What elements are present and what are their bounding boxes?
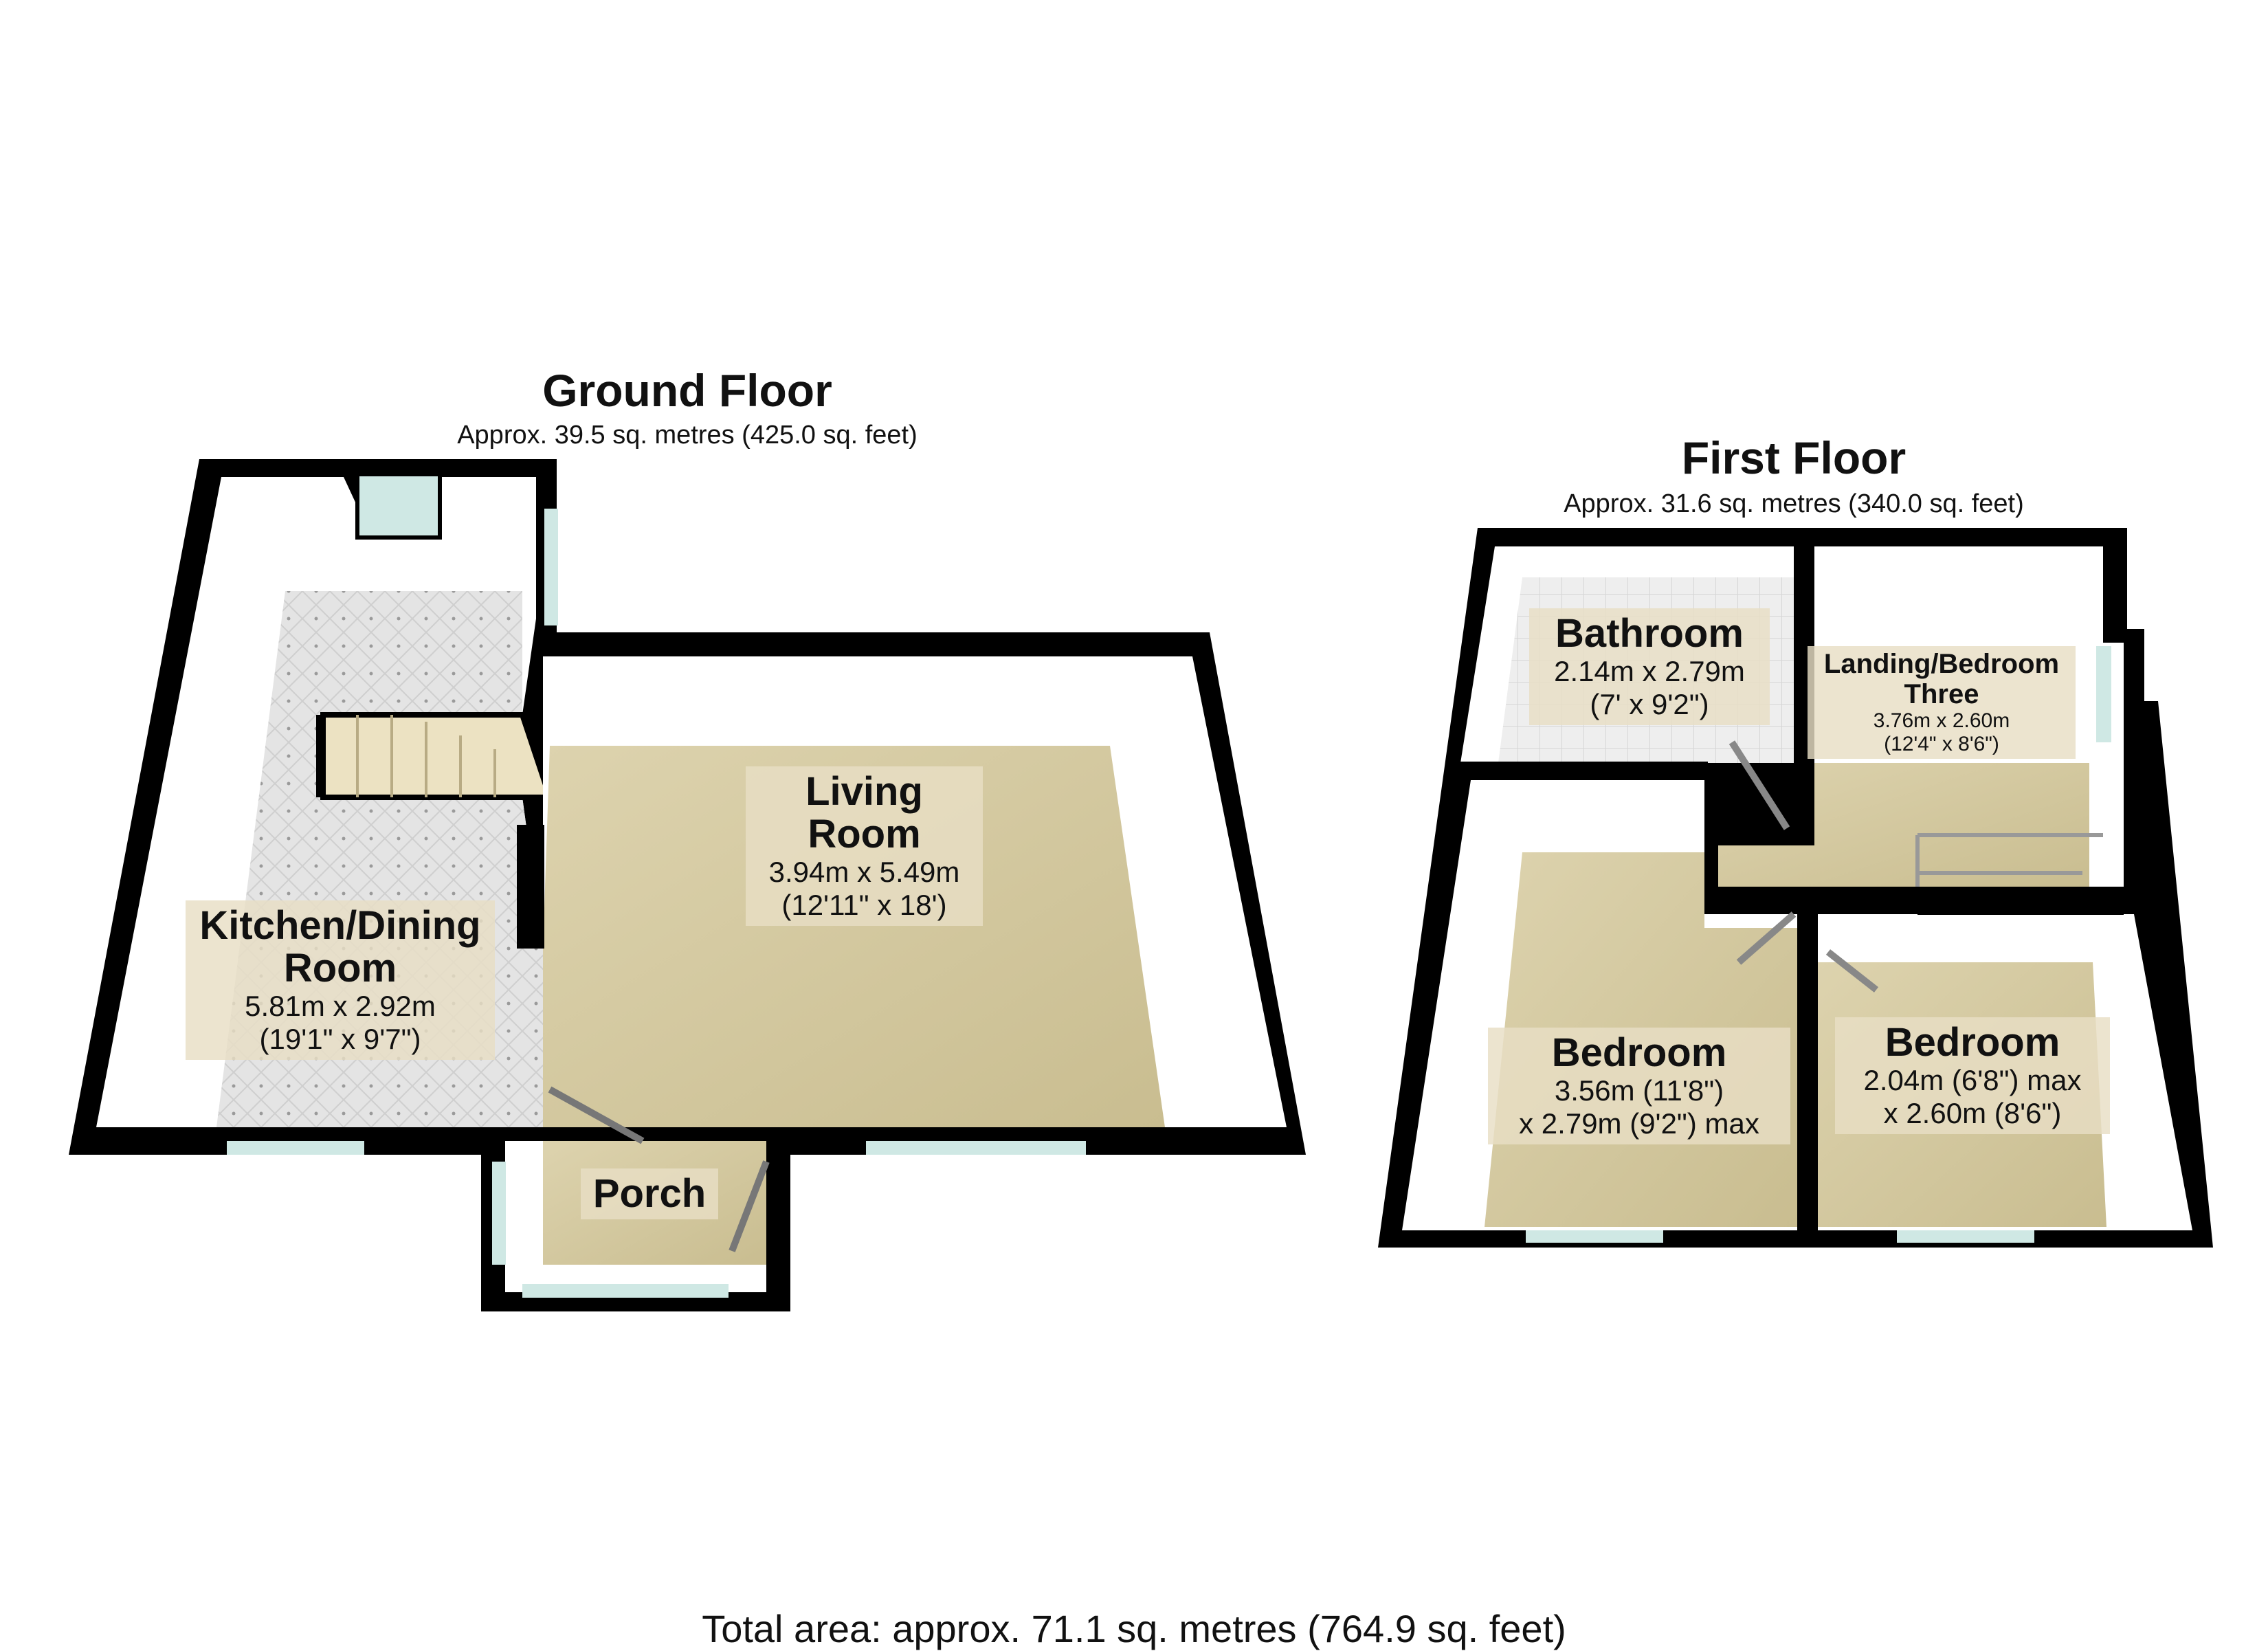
landing-dim-2: (12'4" x 8'6") (1884, 733, 1999, 755)
kitchen-name-2: Room (283, 946, 397, 990)
side-window (544, 509, 558, 625)
porch-window-front (522, 1284, 729, 1298)
living-dim-2: (12'11" x 18') (781, 889, 947, 921)
ground-floor-title: Ground Floor (542, 365, 832, 416)
stair-balustrade (1915, 833, 2103, 887)
bedroom1-door (1736, 911, 1797, 965)
porch-door-outer (729, 1160, 770, 1252)
bathroom-door (1728, 740, 1790, 830)
bathroom-dim-2: (7' x 9'2") (1590, 688, 1709, 720)
landing-floor (1718, 763, 2089, 887)
landing-label: Landing/Bedroom Three 3.76m x 2.60m (12'… (1808, 646, 2076, 759)
porch-name: Porch (592, 1171, 707, 1216)
bedroom1-top-wall (1460, 762, 1708, 779)
living-room-label: Living Room 3.94m x 5.49m (12'11" x 18') (746, 766, 983, 926)
bedroom-divider (1797, 900, 1818, 1237)
front-window-living (866, 1141, 1086, 1155)
bedroom1-dim-2: x 2.79m (9'2") max (1519, 1107, 1759, 1140)
bedroom2-top-wall (1917, 897, 2124, 915)
porch-door-inner (548, 1086, 645, 1144)
ground-floor-area: Approx. 39.5 sq. metres (425.0 sq. feet) (457, 421, 918, 450)
total-area: Total area: approx. 71.1 sq. metres (764… (702, 1607, 1566, 1650)
living-dim-1: 3.94m x 5.49m (768, 856, 960, 888)
bedroom2-door (1825, 949, 1879, 993)
bedroom2-label: Bedroom 2.04m (6'8") max x 2.60m (8'6") (1835, 1017, 2110, 1134)
landing-window (2096, 646, 2111, 742)
porch-label: Porch (581, 1168, 718, 1219)
landing-dim-1: 3.76m x 2.60m (1873, 709, 2010, 732)
first-floor-area: Approx. 31.6 sq. metres (340.0 sq. feet) (1564, 489, 2024, 518)
bedroom2-dim-1: 2.04m (6'8") max (1863, 1064, 2082, 1096)
bathroom-label: Bathroom 2.14m x 2.79m (7' x 9'2") (1529, 608, 1770, 725)
kitchen-living-divider (517, 825, 544, 949)
landing-name-2: Three (1904, 679, 1979, 709)
bedroom1-label: Bedroom 3.56m (11'8") x 2.79m (9'2") max (1488, 1028, 1790, 1144)
rear-window (355, 472, 442, 540)
bedroom1-window (1526, 1230, 1663, 1243)
landing-name-1: Landing/Bedroom (1823, 649, 2060, 679)
porch-window-left (492, 1162, 506, 1265)
bedroom2-dim-2: x 2.60m (8'6") (1883, 1097, 2062, 1129)
bathroom-dim-1: 2.14m x 2.79m (1554, 655, 1745, 687)
bedroom1-name: Bedroom (1551, 1030, 1727, 1075)
living-name-1: Living (805, 769, 923, 814)
kitchen-dim-1: 5.81m x 2.92m (245, 990, 436, 1022)
bedroom2-window (1897, 1230, 2034, 1243)
bedroom1-dim-1: 3.56m (11'8") (1554, 1074, 1724, 1107)
kitchen-label: Kitchen/Dining Room 5.81m x 2.92m (19'1"… (186, 900, 495, 1060)
kitchen-dim-2: (19'1" x 9'7") (259, 1023, 421, 1055)
living-name-2: Room (808, 812, 921, 856)
first-floor-title: First Floor (1681, 432, 1906, 483)
bathroom-name: Bathroom (1555, 611, 1744, 656)
front-window-kitchen (227, 1141, 364, 1155)
kitchen-name-1: Kitchen/Dining (199, 903, 481, 948)
bedroom2-name: Bedroom (1885, 1020, 2060, 1065)
living-floor (543, 746, 1165, 1127)
